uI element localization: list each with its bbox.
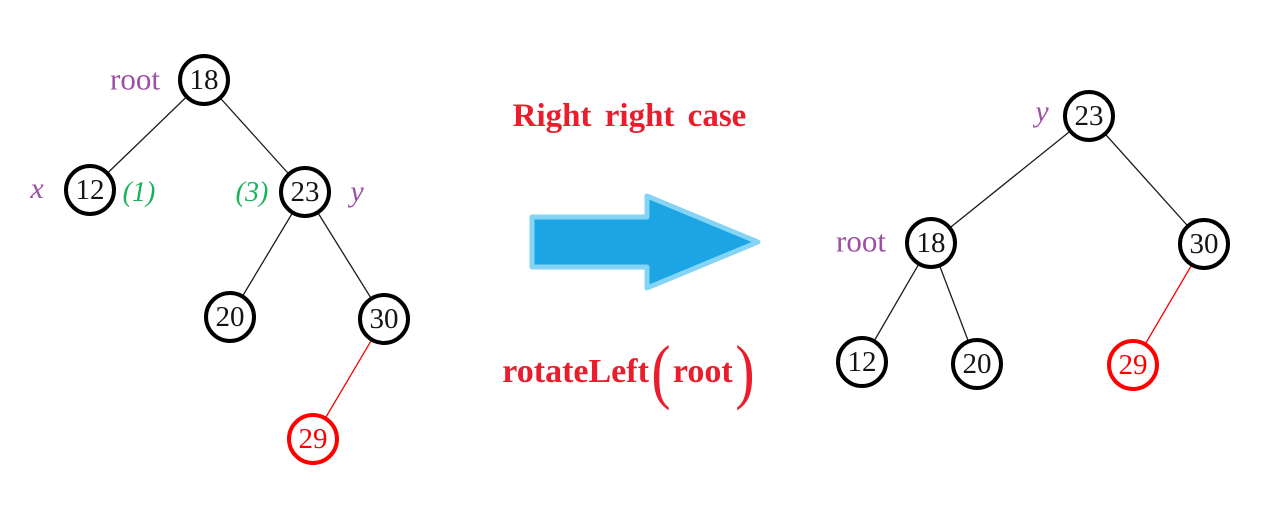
before-rotation-tree-node-18: 18 <box>178 54 230 106</box>
before-rotation-tree-node-23: 23 <box>279 166 331 218</box>
right-arrow-icon <box>525 190 765 295</box>
before-rotation-tree-node-20: 20 <box>204 291 256 343</box>
after-rotation-tree-node-18: 18 <box>905 217 957 269</box>
operation-name: rotateLeft <box>502 353 649 390</box>
before-rotation-tree-node-30: 30 <box>358 293 410 345</box>
before-rotation-tree-label-1: (1) <box>122 177 156 208</box>
after-rotation-tree-node-20: 20 <box>951 338 1003 390</box>
after-rotation-tree-node-23: 23 <box>1063 90 1115 142</box>
before-rotation-tree-node-29: 29 <box>287 413 339 465</box>
before-rotation-tree-label-3: (3) <box>235 177 269 208</box>
before-rotation-tree-label-y: y <box>350 175 364 208</box>
open-paren: ( <box>651 331 671 411</box>
operation-arg: root <box>672 353 733 390</box>
after-rotation-tree-node-29: 29 <box>1107 339 1159 391</box>
before-rotation-tree-label-x: x <box>30 172 44 205</box>
after-rotation-tree-edge-23-18 <box>930 115 1090 244</box>
before-rotation-tree-node-12: 12 <box>64 164 116 216</box>
after-rotation-tree-node-30: 30 <box>1178 218 1230 270</box>
before-rotation-tree-label-root: root <box>110 61 160 97</box>
after-rotation-tree-label-root: root <box>836 223 886 259</box>
case-title: Right right case <box>512 98 747 134</box>
close-paren: ) <box>735 331 755 411</box>
after-rotation-tree-label-y: y <box>1035 95 1049 128</box>
rotate-operation-label: rotateLeft(root) <box>467 332 792 412</box>
after-rotation-tree-node-12: 12 <box>836 336 888 388</box>
after-rotation-tree-edge-23-30 <box>1088 115 1205 245</box>
